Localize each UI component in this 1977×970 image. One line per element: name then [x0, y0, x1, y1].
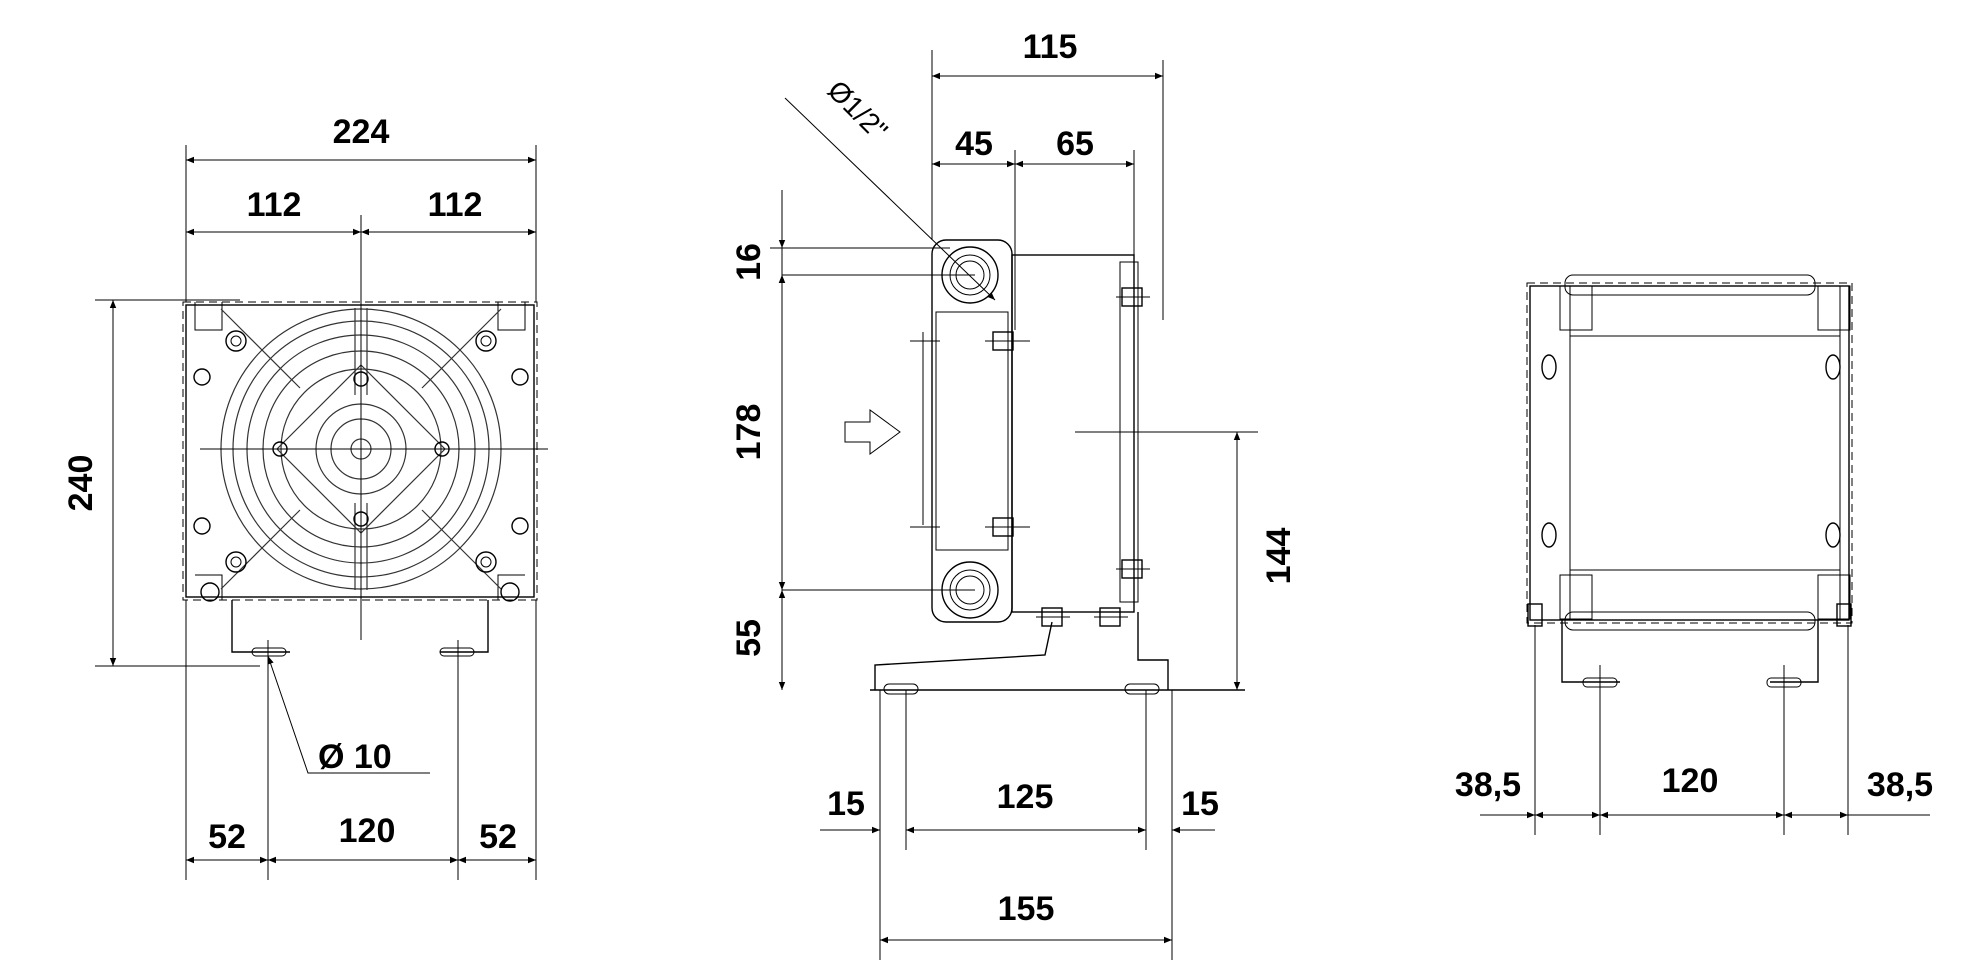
rear-housing [1526, 282, 1853, 624]
side-foot [874, 621, 1053, 690]
side-ports [941, 246, 999, 619]
dim-a: 45 [955, 125, 993, 163]
dim-rear-left: 38,5 [1455, 766, 1521, 804]
side-view: 115 Ø1/2" 45 65 16 178 55 144 15 125 15 … [730, 28, 1298, 960]
dim-side-foot-total: 155 [998, 890, 1055, 928]
front-housing [182, 301, 538, 601]
dim-height: 240 [62, 455, 100, 512]
side-fan-housing [1011, 254, 1135, 613]
dim-side-foot-center: 125 [997, 778, 1054, 816]
dim-foot-right: 52 [479, 818, 517, 856]
dim-depth: 115 [1023, 28, 1078, 66]
dim-total-width: 224 [333, 113, 390, 151]
dim-bottom-offset: 55 [730, 619, 768, 657]
dim-hole-diameter: Ø 10 [318, 738, 392, 776]
front-foot-right [440, 600, 489, 653]
side-bolts [985, 287, 1150, 627]
front-foot-left [231, 600, 290, 653]
dim-half-left: 112 [247, 186, 302, 224]
rear-foot-left [1561, 620, 1620, 683]
rear-view: 38,5 120 38,5 [1455, 274, 1933, 835]
dim-side-foot-left: 15 [827, 785, 865, 823]
dim-rear-right: 38,5 [1867, 766, 1933, 804]
dim-foot-left: 52 [208, 818, 246, 856]
rear-mount-holes [1527, 354, 1852, 627]
dim-side-foot-right: 15 [1181, 785, 1219, 823]
dim-foot-center: 120 [339, 812, 396, 850]
dim-pipe-diameter: Ø1/2" [822, 74, 894, 146]
airflow-arrow-icon [844, 409, 901, 455]
dim-half-right: 112 [428, 186, 483, 224]
side-cooler-body [931, 239, 1013, 623]
dim-b: 65 [1056, 125, 1094, 163]
front-view: 224 112 112 240 Ø 10 52 120 52 [62, 113, 548, 880]
front-mount-holes [193, 330, 529, 602]
rear-foot-right [1770, 620, 1819, 683]
dim-fan-center: 144 [1260, 528, 1298, 585]
dim-rear-center: 120 [1662, 762, 1719, 800]
dim-port-spacing: 178 [730, 404, 768, 461]
dim-top-offset: 16 [730, 243, 768, 281]
